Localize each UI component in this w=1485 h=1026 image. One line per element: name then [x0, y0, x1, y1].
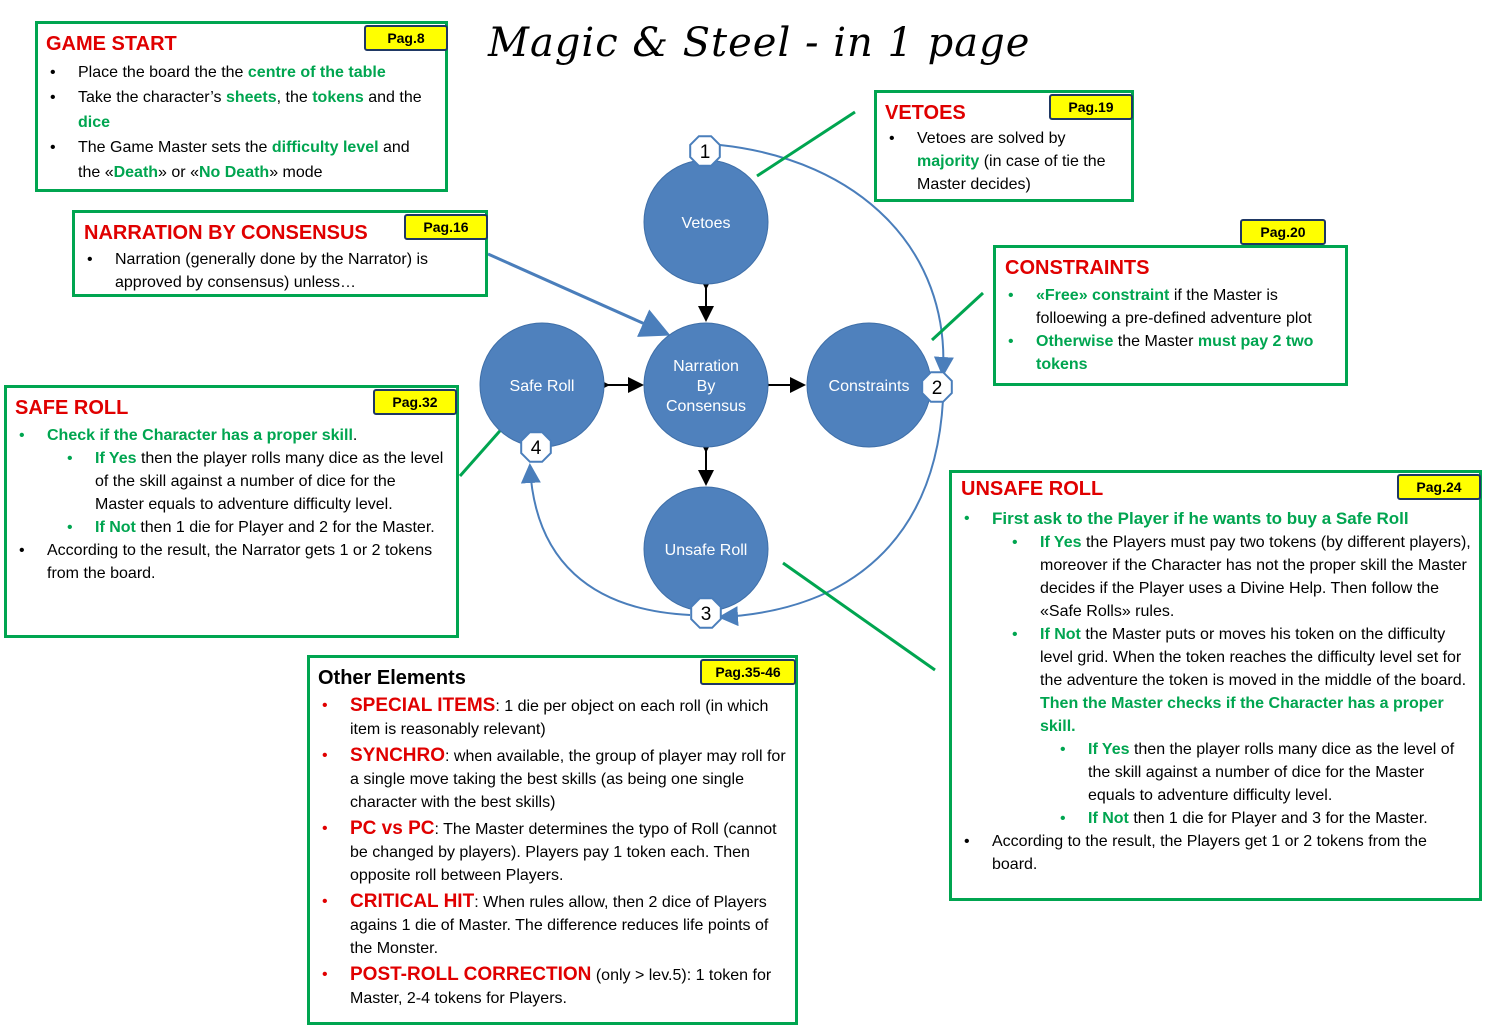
unsafe-roll-if-not: If Not the Master puts or moves his toke…	[952, 623, 1474, 738]
safe-roll-sub-item: If Yes then the player rolls many dice a…	[7, 447, 447, 516]
unsafe-roll-page-tag: Pag.24	[1397, 474, 1481, 500]
game-start-box: GAME START Pag.8 Place the board the the…	[35, 21, 448, 192]
other-elements-box: Other Elements Pag.35-46 SPECIAL ITEMS: …	[307, 655, 798, 1025]
list-item: The Game Master sets the difficulty leve…	[38, 135, 428, 185]
unsafe-roll-tail: According to the result, the Players get…	[952, 830, 1474, 876]
keyword-text: CRITICAL HIT	[350, 891, 475, 912]
highlight-text: If Yes	[1088, 741, 1130, 758]
constraints-list: «Free» constraint if the Master is follo…	[996, 284, 1341, 376]
step-number: 2	[932, 378, 943, 399]
highlight-text: If Yes	[1040, 534, 1082, 551]
vetoes-box-title: VETOES	[885, 102, 966, 124]
safe-roll-sub-item: If Not then 1 die for Player and 2 for t…	[7, 516, 447, 539]
safe-roll-list: Check if the Character has a proper skil…	[7, 424, 447, 585]
vetoes-box: VETOES Pag.19 Vetoes are solved by major…	[874, 90, 1134, 202]
safe-roll-box: SAFE ROLL Pag.32 Check if the Character …	[4, 385, 459, 638]
list-item: CRITICAL HIT: When rules allow, then 2 d…	[310, 890, 792, 960]
safe-roll-lead: Check if the Character has a proper skil…	[7, 424, 447, 447]
highlight-text: sheets	[225, 89, 277, 106]
highlight-text: tokens	[312, 89, 364, 106]
list-item: POST-ROLL CORRECTION (only > lev.5): 1 t…	[310, 963, 792, 1010]
unsafe-roll-box: UNSAFE ROLL Pag.24 First ask to the Play…	[949, 470, 1482, 901]
step-marker-1	[689, 135, 721, 167]
list-item: Narration (generally done by the Narrato…	[75, 248, 460, 294]
safe-roll-page-tag: Pag.32	[373, 389, 457, 415]
unsaferoll-callout-line	[782, 561, 936, 672]
keyword-text: PC vs PC	[350, 818, 435, 839]
vetoes-page-tag: Pag.19	[1049, 94, 1133, 120]
list-item: PC vs PC: The Master determines the typo…	[310, 817, 792, 887]
narration-page-tag: Pag.16	[404, 214, 488, 240]
highlight-text: If Not	[95, 519, 136, 536]
safe-roll-node-label: Safe Roll	[510, 378, 575, 395]
step-marker-4	[520, 431, 552, 463]
constraints-callout-line	[930, 291, 985, 342]
constraints-node-label: Constraints	[829, 378, 910, 395]
narration-node	[643, 322, 769, 448]
safe-roll-title: SAFE ROLL	[15, 397, 129, 419]
step-number: 3	[701, 604, 712, 625]
narration-pointer-arrow	[487, 252, 671, 337]
list-item: Take the character’s sheets, the tokens …	[38, 85, 428, 135]
vetoes-callout-line	[756, 110, 856, 178]
cycle-arc-2-3	[718, 399, 944, 627]
keyword-text: POST-ROLL CORRECTION	[350, 964, 592, 985]
constraints-box: CONSTRAINTS «Free» constraint if the Mas…	[993, 245, 1348, 386]
highlight-text: «Free» constraint	[1036, 287, 1170, 304]
list-item: SYNCHRO: when available, the group of pl…	[310, 744, 792, 814]
safe-roll-tail: According to the result, the Narrator ge…	[7, 539, 447, 585]
other-elements-title: Other Elements	[318, 667, 466, 689]
step-marker-2	[921, 371, 953, 403]
highlight-text: must pay 2 two tokens	[1036, 333, 1314, 373]
highlight-text: If Not	[1088, 810, 1129, 827]
highlight-text: Then the Master checks if the Character …	[1040, 695, 1444, 735]
highlight-text: If Not	[1040, 626, 1081, 643]
other-elements-list: SPECIAL ITEMS: 1 die per object on each …	[310, 694, 792, 1013]
unsafe-roll-title: UNSAFE ROLL	[961, 478, 1104, 500]
highlight-text: majority	[917, 153, 980, 170]
other-elements-page-tag: Pag.35-46	[700, 659, 796, 685]
narration-node-label: Consensus	[666, 398, 746, 415]
cycle-arc-3-4	[520, 463, 691, 616]
keyword-text: SYNCHRO	[350, 745, 446, 766]
highlight-text: Otherwise	[1036, 333, 1114, 350]
cycle-arc-1-2	[719, 144, 954, 377]
constraints-box-title: CONSTRAINTS	[1005, 257, 1150, 279]
narration-box-title: NARRATION BY CONSENSUS	[84, 222, 368, 244]
unsafe-roll-list: First ask to the Player if he wants to b…	[952, 507, 1474, 876]
vetoes-list: Vetoes are solved by majority (in case o…	[877, 127, 1107, 196]
step-marker-3	[690, 597, 722, 629]
highlight-text: If Yes	[95, 450, 137, 467]
step-number: 4	[531, 438, 542, 459]
highlight-text: difficulty level	[271, 139, 379, 156]
vetoes-node-label: Vetoes	[682, 215, 731, 232]
list-item: SPECIAL ITEMS: 1 die per object on each …	[310, 694, 792, 741]
narration-node-label: By	[697, 378, 716, 395]
list-item: Place the board the the centre of the ta…	[38, 60, 428, 85]
unsafe-roll-sub2-item: If Yes then the player rolls many dice a…	[952, 738, 1474, 807]
narration-box: NARRATION BY CONSENSUS Pag.16 Narration …	[72, 210, 488, 297]
list-item: Otherwise the Master must pay 2 two toke…	[996, 330, 1341, 376]
unsafe-roll-sub2-item: If Not then 1 die for Player and 3 for t…	[952, 807, 1474, 830]
narration-list: Narration (generally done by the Narrato…	[75, 248, 460, 294]
unsafe-roll-node-label: Unsafe Roll	[665, 542, 748, 559]
game-start-page-tag: Pag.8	[364, 25, 448, 51]
unsafe-roll-lead: First ask to the Player if he wants to b…	[952, 507, 1474, 531]
narration-node-label: Narration	[673, 358, 739, 375]
constraints-page-tag: Pag.20	[1240, 219, 1326, 245]
highlight-text: centre of the table	[247, 64, 386, 81]
game-start-title: GAME START	[46, 33, 177, 55]
unsafe-roll-if-yes: If Yes the Players must pay two tokens (…	[952, 531, 1474, 623]
highlight-text: Death	[113, 164, 159, 181]
page-title: Magic & Steel - in 1 page	[488, 20, 1031, 66]
keyword-text: SPECIAL ITEMS	[350, 695, 496, 716]
saferoll-callout-line	[458, 423, 508, 477]
highlight-text: dice	[78, 114, 111, 131]
highlight-text: No Death	[198, 164, 270, 181]
list-item: Vetoes are solved by majority (in case o…	[877, 127, 1107, 196]
game-start-list: Place the board the the centre of the ta…	[38, 60, 428, 185]
step-number: 1	[700, 142, 711, 163]
list-item: «Free» constraint if the Master is follo…	[996, 284, 1341, 330]
